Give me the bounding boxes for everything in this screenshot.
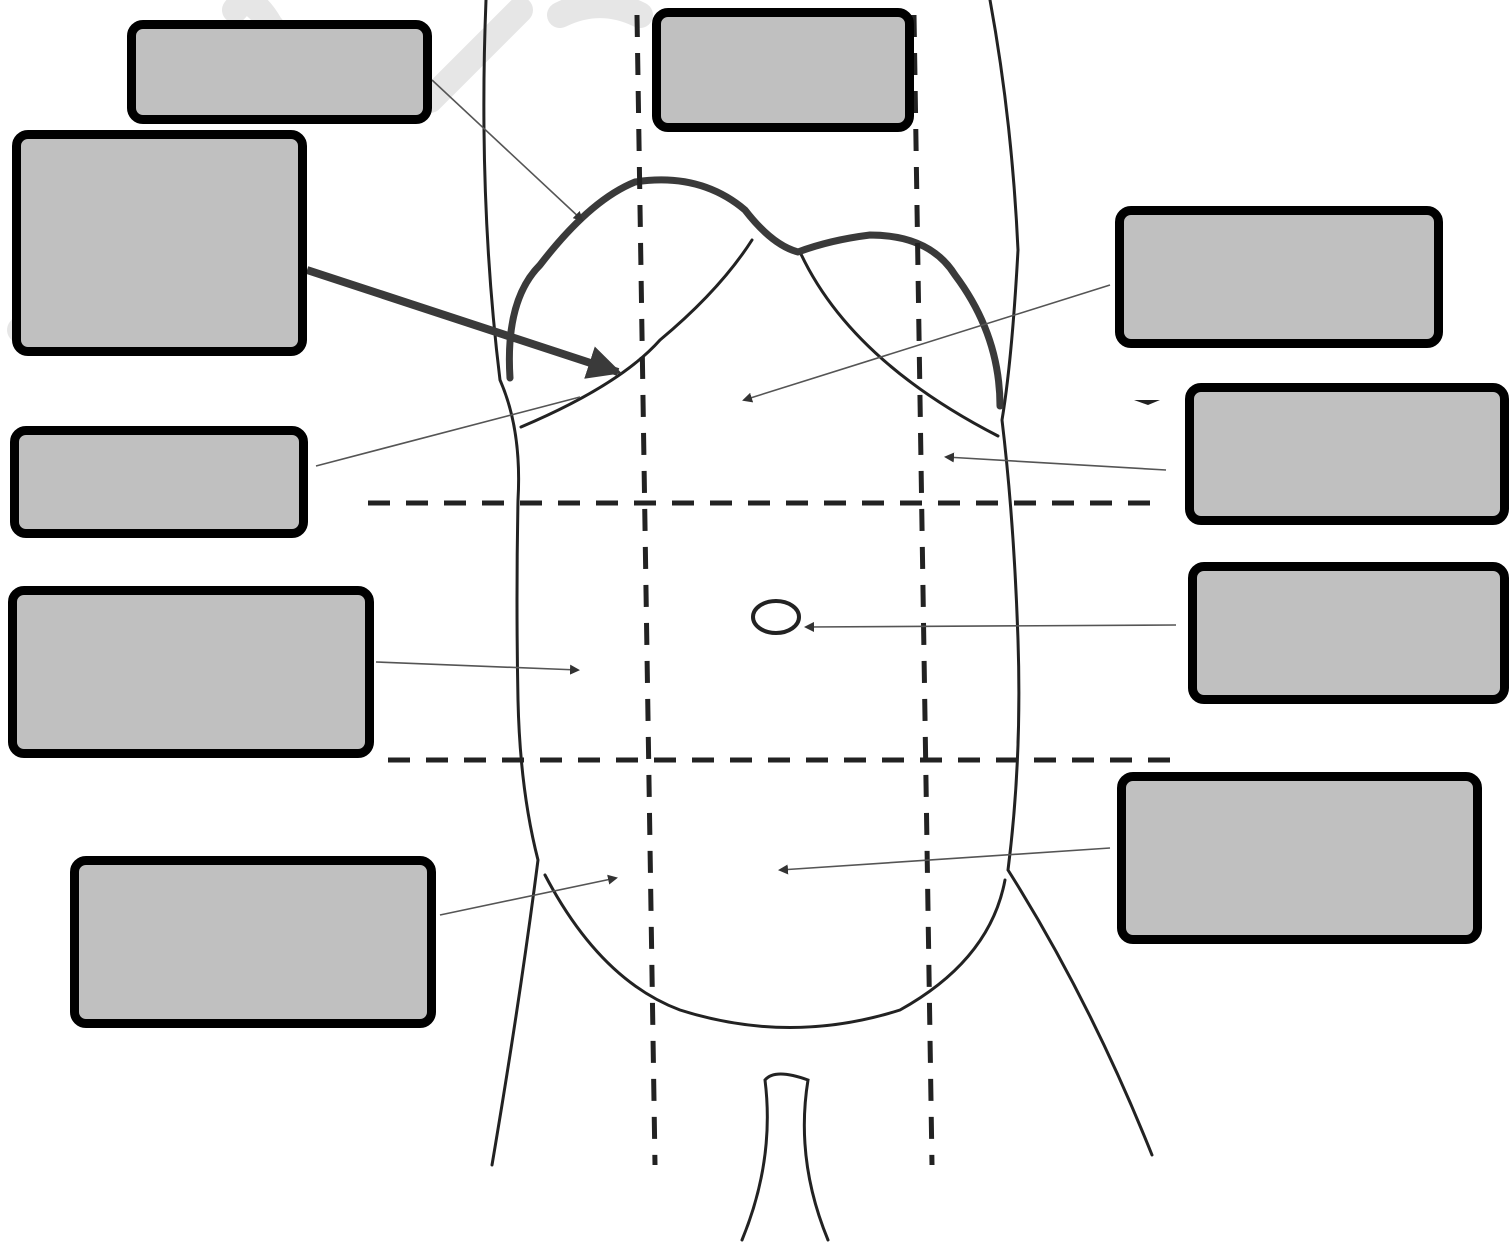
umbilicus <box>751 599 801 635</box>
leader-line-4 <box>742 284 1111 403</box>
torso-outline <box>482 0 1154 1242</box>
small-mark <box>1134 400 1160 405</box>
left-vertical-dashed-line <box>911 14 935 1166</box>
label-box-7[interactable] <box>1188 562 1509 704</box>
dashed-region-lines <box>368 14 1170 1166</box>
label-box-8[interactable] <box>8 586 374 758</box>
label-box-2[interactable] <box>652 8 914 132</box>
leader-lines <box>315 79 1177 916</box>
leader-line-7 <box>804 621 1177 632</box>
leader-line-8 <box>375 661 580 675</box>
bold-rib-outline <box>505 176 1004 410</box>
bold-arrow <box>305 266 622 379</box>
right-vertical-dashed-line <box>634 14 658 1166</box>
label-box-10[interactable] <box>70 856 436 1028</box>
label-box-6[interactable] <box>10 426 308 538</box>
leader-line-9 <box>778 847 1111 875</box>
leader-line-1 <box>431 79 584 222</box>
label-box-9[interactable] <box>1117 772 1482 944</box>
label-box-1[interactable] <box>127 20 432 124</box>
leader-line-6 <box>315 396 581 467</box>
leader-line-5 <box>944 452 1167 471</box>
leader-line-10 <box>439 874 618 916</box>
label-box-4[interactable] <box>1115 206 1443 348</box>
label-box-5[interactable] <box>1185 383 1509 525</box>
label-box-3[interactable] <box>12 130 307 356</box>
